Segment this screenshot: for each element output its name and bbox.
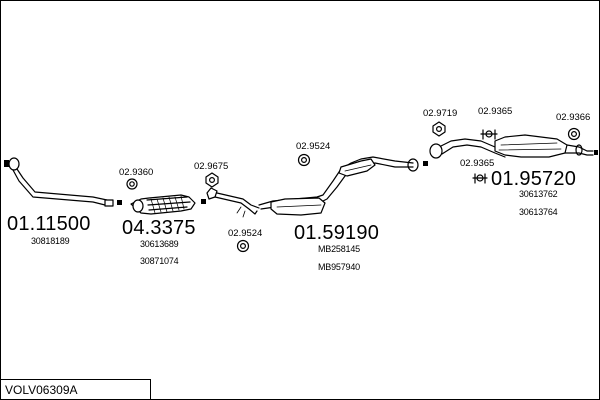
clamp-icon <box>480 129 498 140</box>
catalyst-icon <box>130 194 206 215</box>
fitting-label: 02.9366 <box>556 112 591 123</box>
fitting-label: 02.9365 <box>460 158 495 169</box>
fitting-label: 02.9524 <box>228 228 263 239</box>
fitting-label: 02.9365 <box>478 106 513 117</box>
rubber-hanger-icon <box>567 127 581 141</box>
rubber-hanger-icon <box>236 239 250 253</box>
front-pipe-oem-ref: 30818189 <box>31 236 70 246</box>
rear-silencer-part-number: 01.95720 <box>491 168 577 190</box>
center-pipe-oem-ref-1: MB258145 <box>318 244 360 254</box>
intermediate-pipe-icon <box>206 187 260 218</box>
rear-silencer-oem-ref-2: 30613764 <box>519 207 558 217</box>
catalyst-oem-ref-2: 30871074 <box>140 256 179 266</box>
diagram-code: VOLV06309A <box>5 383 78 397</box>
center-pipe-icon <box>258 156 428 216</box>
rubber-hanger-icon <box>126 178 138 190</box>
front-pipe-part-number: 01.11500 <box>7 213 91 235</box>
catalyst-oem-ref-1: 30613689 <box>140 239 179 249</box>
fitting-label: 02.9719 <box>423 108 458 119</box>
rear-silencer-icon <box>429 134 598 159</box>
fitting-label: 02.9360 <box>119 167 154 178</box>
front-pipe-icon <box>4 157 122 207</box>
fitting-label: 02.9524 <box>296 141 331 152</box>
clamp-icon <box>432 121 446 137</box>
catalyst-part-number: 04.3375 <box>122 217 196 239</box>
clamp-icon <box>472 173 488 184</box>
center-pipe-part-number: 01.59190 <box>294 222 380 244</box>
gasket-icon <box>205 172 219 188</box>
fitting-label: 02.9675 <box>194 161 229 172</box>
diagram-code-box: VOLV06309A <box>1 379 151 399</box>
center-pipe-oem-ref-2: MB957940 <box>318 262 360 272</box>
rubber-hanger-icon <box>297 153 311 167</box>
rear-silencer-oem-ref-1: 30613762 <box>519 189 558 199</box>
